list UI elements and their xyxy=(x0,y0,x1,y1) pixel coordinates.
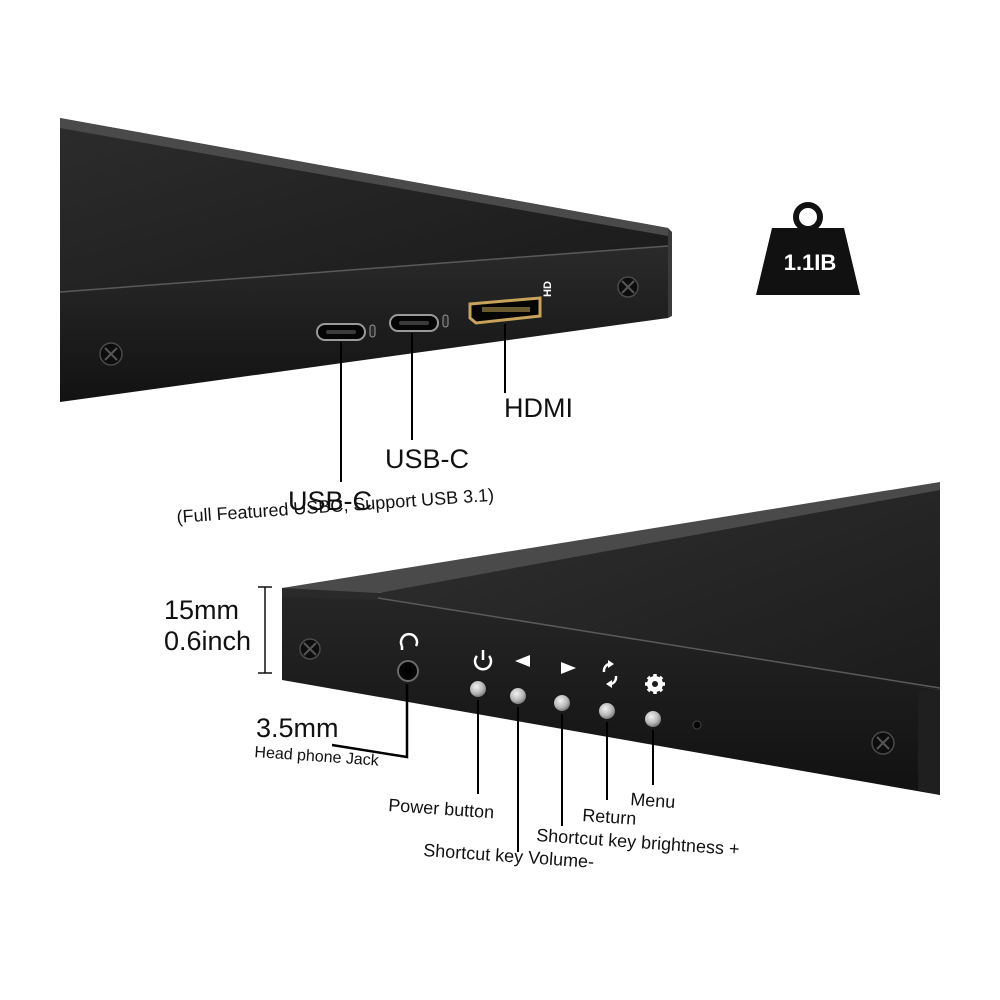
thickness-bracket xyxy=(258,586,272,674)
top-panel-screen xyxy=(60,118,668,295)
triangle-right-icon xyxy=(561,662,576,674)
top-panel xyxy=(59,118,672,482)
usbc-port-2 xyxy=(389,314,449,332)
top-panel-frame-edge xyxy=(60,118,668,236)
return-label: Return xyxy=(581,805,637,829)
thickness-inch: 0.6inch xyxy=(164,626,252,656)
bottom-panel-bezel xyxy=(282,593,940,795)
screw-icon xyxy=(617,276,639,298)
headphone-icon xyxy=(399,632,419,650)
return-button[interactable] xyxy=(597,702,617,722)
screw-icon xyxy=(99,342,123,366)
power-icon xyxy=(473,650,493,671)
hdmi-port xyxy=(468,296,542,325)
return-icon xyxy=(602,660,618,688)
hdmi-label: HDMI xyxy=(504,393,573,423)
jack-size-label: 3.5mm xyxy=(256,713,339,743)
headphone-jack xyxy=(397,660,419,682)
weight-label: 1.1IB xyxy=(783,250,837,275)
leader-line xyxy=(331,684,409,759)
volume-down-button[interactable] xyxy=(508,687,528,707)
screw-icon xyxy=(299,638,321,660)
bottom-panel-screen xyxy=(378,484,940,690)
power-button[interactable] xyxy=(468,680,488,700)
gear-icon xyxy=(645,674,665,694)
menu-button[interactable] xyxy=(643,710,663,730)
usbc-first-label: USB-C xyxy=(288,486,373,516)
top-panel-bezel xyxy=(60,246,668,402)
hd-logo-text: HD xyxy=(542,281,554,297)
weight-icon xyxy=(756,202,860,295)
triangle-left-icon xyxy=(515,655,530,667)
menu-label: Menu xyxy=(629,789,676,813)
screw-icon xyxy=(871,731,895,755)
indicator-led xyxy=(692,720,702,730)
thickness-mm: 15mm xyxy=(164,595,240,625)
usbc-port-1 xyxy=(316,323,376,341)
brightness-up-button[interactable] xyxy=(552,694,572,714)
usbc-second-label: USB-C xyxy=(385,444,470,474)
bottom-panel xyxy=(258,482,941,852)
